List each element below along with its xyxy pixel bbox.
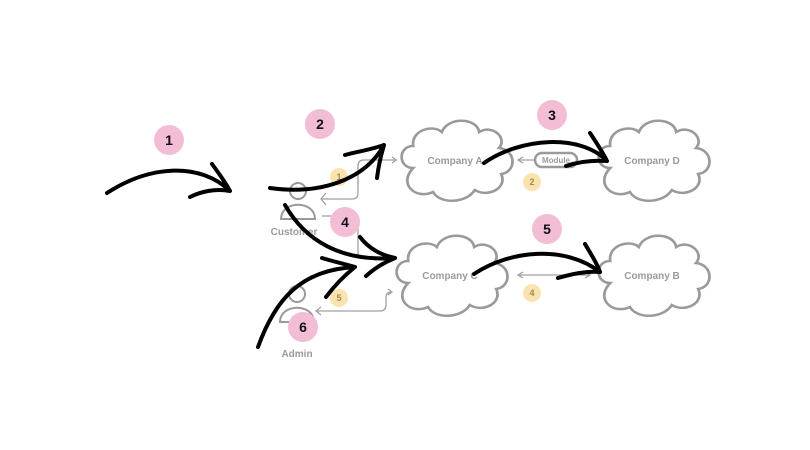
module-label: Module <box>542 156 571 165</box>
cloud-company-b[interactable]: Company B <box>597 234 711 318</box>
cloud-company-c[interactable]: Company C <box>395 234 509 318</box>
cloud-company-d[interactable]: Company D <box>597 119 711 203</box>
step-badge-1: 1 <box>154 125 184 155</box>
svg-text:2: 2 <box>529 177 534 187</box>
step-badge-6: 6 <box>288 312 318 342</box>
svg-text:5: 5 <box>543 221 551 237</box>
customer-label: Customer <box>271 227 318 238</box>
cloud-company-a[interactable]: Company A <box>400 119 514 203</box>
svg-text:3: 3 <box>548 107 556 123</box>
connection-badge-2: 2 <box>523 173 541 191</box>
arrow-1 <box>105 162 232 199</box>
companya-module-connector <box>516 156 535 164</box>
flow-arrows <box>105 131 609 349</box>
arrow-4 <box>283 203 397 278</box>
company-c-label: Company C <box>422 271 478 282</box>
svg-text:1: 1 <box>165 132 173 148</box>
arrow-2 <box>268 143 386 192</box>
arrow-3 <box>482 131 609 168</box>
step-badge-3: 3 <box>537 100 567 130</box>
svg-text:6: 6 <box>299 319 307 335</box>
step-badge-5: 5 <box>532 214 562 244</box>
company-a-label: Company A <box>427 156 482 167</box>
company-d-label: Company D <box>624 156 680 167</box>
connector-arrowheads-5 <box>314 288 394 316</box>
admin-companyc-connector <box>316 291 393 312</box>
customer-companya-connector <box>322 159 395 200</box>
module-pill[interactable]: Module <box>533 151 579 169</box>
connection-badge-5: 5 <box>330 289 348 307</box>
admin-label: Admin <box>281 349 312 360</box>
svg-text:4: 4 <box>341 214 349 230</box>
step-badge-2: 2 <box>305 109 335 139</box>
connection-badge-4: 4 <box>523 284 541 302</box>
company-b-label: Company B <box>624 271 680 282</box>
svg-text:1: 1 <box>336 172 341 182</box>
svg-text:5: 5 <box>336 293 341 303</box>
svg-text:2: 2 <box>316 116 324 132</box>
step-badge-4: 4 <box>330 207 360 237</box>
svg-text:4: 4 <box>529 288 534 298</box>
connector-arrowheads-1 <box>320 156 398 206</box>
arrow-5 <box>472 242 602 280</box>
arrow-6 <box>256 256 357 349</box>
